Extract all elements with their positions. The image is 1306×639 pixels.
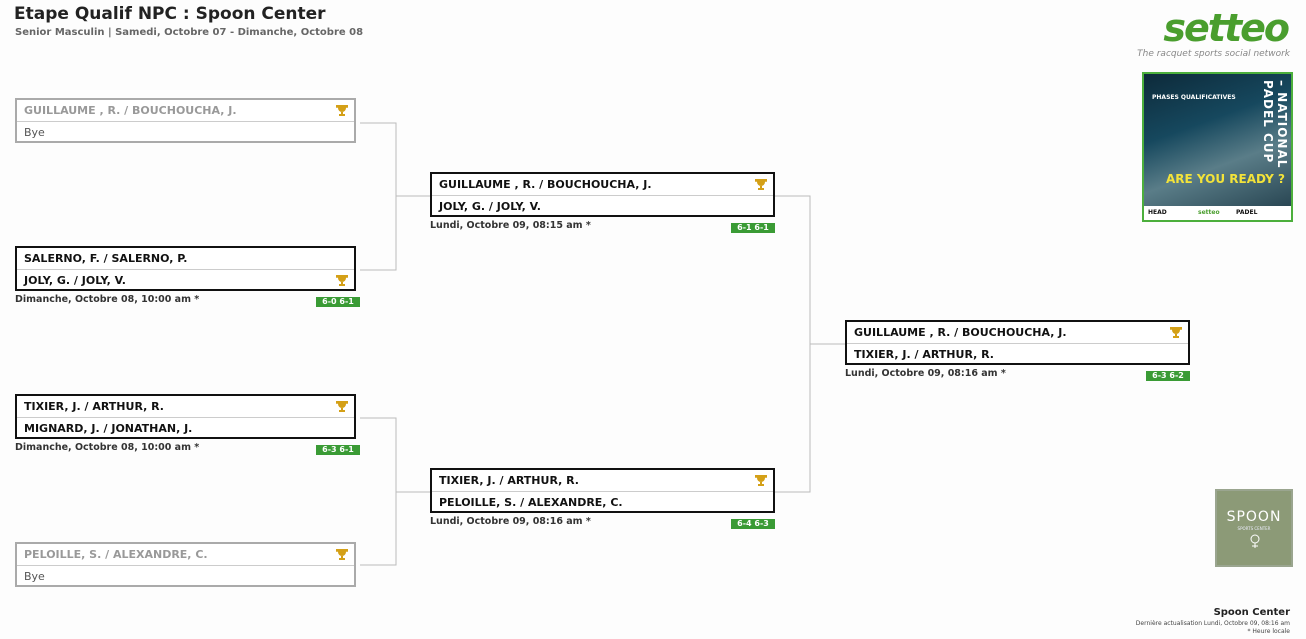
match-r1-4[interactable]: PELOILLE, S. / ALEXANDRE, C. Bye	[15, 542, 356, 587]
team-name: MIGNARD, J. / JONATHAN, J.	[24, 422, 193, 435]
match-date: Dimanche, Octobre 08, 10:00 am *	[15, 294, 200, 305]
poster-ready: ARE YOU READY ?	[1166, 172, 1285, 186]
team-row: GUILLAUME , R. / BOUCHOUCHA, J.	[17, 100, 354, 122]
sponsor-setteo: setteo	[1198, 209, 1220, 216]
match-r2-2[interactable]: TIXIER, J. / ARTHUR, R. PELOILLE, S. / A…	[430, 468, 775, 513]
score-badge: 6-4 6-3	[731, 519, 775, 529]
team-name: PELOILLE, S. / ALEXANDRE, C.	[24, 548, 208, 561]
spoon-logo[interactable]: SPOON SPORTS CENTER	[1215, 489, 1293, 567]
team-name: GUILLAUME , R. / BOUCHOUCHA, J.	[24, 104, 237, 117]
team-row: JOLY, G. / JOLY, V.	[432, 196, 773, 217]
trophy-icon	[336, 549, 348, 560]
team-row: PELOILLE, S. / ALEXANDRE, C.	[432, 492, 773, 513]
match-r2-1[interactable]: GUILLAUME , R. / BOUCHOUCHA, J. JOLY, G.…	[430, 172, 775, 217]
connector-r1-a	[360, 122, 430, 271]
match-r1-3[interactable]: TIXIER, J. / ARTHUR, R. MIGNARD, J. / JO…	[15, 394, 356, 439]
team-name: JOLY, G. / JOLY, V.	[439, 200, 541, 213]
event-poster[interactable]: – NATIONAL PADEL CUP PHASES QUALIFICATIV…	[1142, 72, 1293, 222]
team-name: Bye	[24, 570, 45, 583]
match-date: Lundi, Octobre 09, 08:16 am *	[430, 516, 591, 527]
match-date: Lundi, Octobre 09, 08:15 am *	[430, 220, 591, 231]
team-name: TIXIER, J. / ARTHUR, R.	[854, 348, 994, 361]
team-row: GUILLAUME , R. / BOUCHOUCHA, J.	[432, 174, 773, 196]
team-name: TIXIER, J. / ARTHUR, R.	[24, 400, 164, 413]
team-name: GUILLAUME , R. / BOUCHOUCHA, J.	[854, 326, 1067, 339]
sponsor-head: HEAD	[1148, 209, 1167, 216]
score-badge: 6-3 6-2	[1146, 371, 1190, 381]
team-row: JOLY, G. / JOLY, V.	[17, 270, 354, 291]
team-name: JOLY, G. / JOLY, V.	[24, 274, 126, 287]
team-row: MIGNARD, J. / JONATHAN, J.	[17, 418, 354, 439]
trophy-icon	[755, 475, 767, 486]
trophy-icon	[336, 401, 348, 412]
spoon-subtitle: SPORTS CENTER	[1237, 526, 1271, 531]
match-date: Dimanche, Octobre 08, 10:00 am *	[15, 442, 200, 453]
logo-tagline: The racquet sports social network	[1137, 49, 1290, 59]
poster-sponsors: HEAD setteo PADEL	[1144, 206, 1291, 220]
score-badge: 6-0 6-1	[316, 297, 360, 307]
footer-updated: Dernière actualisation Lundi, Octobre 09…	[1135, 620, 1290, 627]
team-row: PELOILLE, S. / ALEXANDRE, C.	[17, 544, 354, 566]
match-r1-1[interactable]: GUILLAUME , R. / BOUCHOUCHA, J. Bye	[15, 98, 356, 143]
team-row: TIXIER, J. / ARTHUR, R.	[847, 344, 1188, 365]
sponsor-padel: PADEL	[1236, 209, 1258, 216]
poster-side-text: – NATIONAL PADEL CUP	[1261, 80, 1289, 169]
poster-header: PHASES QUALIFICATIVES	[1152, 94, 1236, 101]
match-r1-2[interactable]: SALERNO, F. / SALERNO, P. JOLY, G. / JOL…	[15, 246, 356, 291]
footer-venue: Spoon Center	[1213, 607, 1290, 618]
match-final[interactable]: GUILLAUME , R. / BOUCHOUCHA, J. TIXIER, …	[845, 320, 1190, 365]
trophy-icon	[336, 105, 348, 116]
score-badge: 6-3 6-1	[316, 445, 360, 455]
team-name: Bye	[24, 126, 45, 139]
spoon-wordmark: SPOON	[1226, 509, 1282, 525]
team-row: Bye	[17, 122, 354, 143]
trophy-icon	[1170, 327, 1182, 338]
team-row: Bye	[17, 566, 354, 587]
team-name: GUILLAUME , R. / BOUCHOUCHA, J.	[439, 178, 652, 191]
match-date: Lundi, Octobre 09, 08:16 am *	[845, 368, 1006, 379]
team-name: PELOILLE, S. / ALEXANDRE, C.	[439, 496, 623, 509]
setteo-logo[interactable]: setteo The racquet sports social network	[1137, 6, 1294, 62]
team-row: TIXIER, J. / ARTHUR, R.	[17, 396, 354, 418]
trophy-icon	[336, 275, 348, 286]
logo-wordmark: setteo	[1163, 6, 1290, 50]
connector-r1-b	[360, 417, 430, 566]
trophy-icon	[755, 179, 767, 190]
score-badge: 6-1 6-1	[731, 223, 775, 233]
team-name: SALERNO, F. / SALERNO, P.	[24, 252, 188, 265]
tennis-ball-icon	[1250, 534, 1260, 548]
team-row: TIXIER, J. / ARTHUR, R.	[432, 470, 773, 492]
page-subtitle: Senior Masculin | Samedi, Octobre 07 - D…	[15, 27, 364, 38]
footer-timezone-note: * Heure locale	[1247, 628, 1290, 635]
team-name: TIXIER, J. / ARTHUR, R.	[439, 474, 579, 487]
team-row: GUILLAUME , R. / BOUCHOUCHA, J.	[847, 322, 1188, 344]
connector-r2	[775, 195, 845, 493]
page-title: Etape Qualif NPC : Spoon Center	[14, 4, 326, 24]
team-row: SALERNO, F. / SALERNO, P.	[17, 248, 354, 270]
